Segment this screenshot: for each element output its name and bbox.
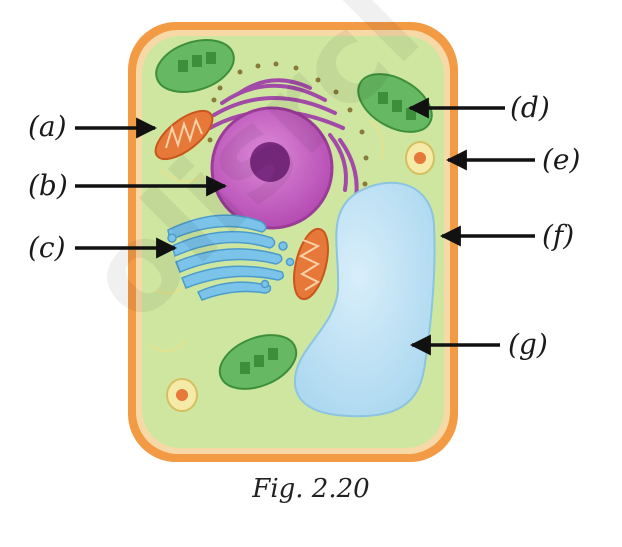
vacuole bbox=[293, 181, 436, 418]
label-arrows bbox=[75, 97, 535, 356]
plastid-bottom-left bbox=[166, 378, 198, 412]
label-g: (g) bbox=[508, 328, 548, 361]
mitochondrion-b bbox=[293, 227, 329, 301]
chloroplast-bottom bbox=[218, 334, 298, 390]
mitochondrion-a bbox=[154, 109, 214, 161]
nucleolus bbox=[250, 142, 290, 182]
label-c: (c) bbox=[28, 231, 66, 264]
label-f: (f) bbox=[542, 219, 575, 252]
label-a: (a) bbox=[28, 110, 67, 143]
golgi-apparatus bbox=[167, 214, 295, 301]
label-b: (b) bbox=[28, 169, 68, 202]
figure-caption: Fig. 2.20 bbox=[252, 474, 370, 504]
chloroplast-top-left bbox=[155, 39, 235, 93]
label-d: (d) bbox=[510, 91, 550, 124]
label-e: (e) bbox=[542, 143, 581, 176]
plastid-right bbox=[405, 141, 435, 175]
